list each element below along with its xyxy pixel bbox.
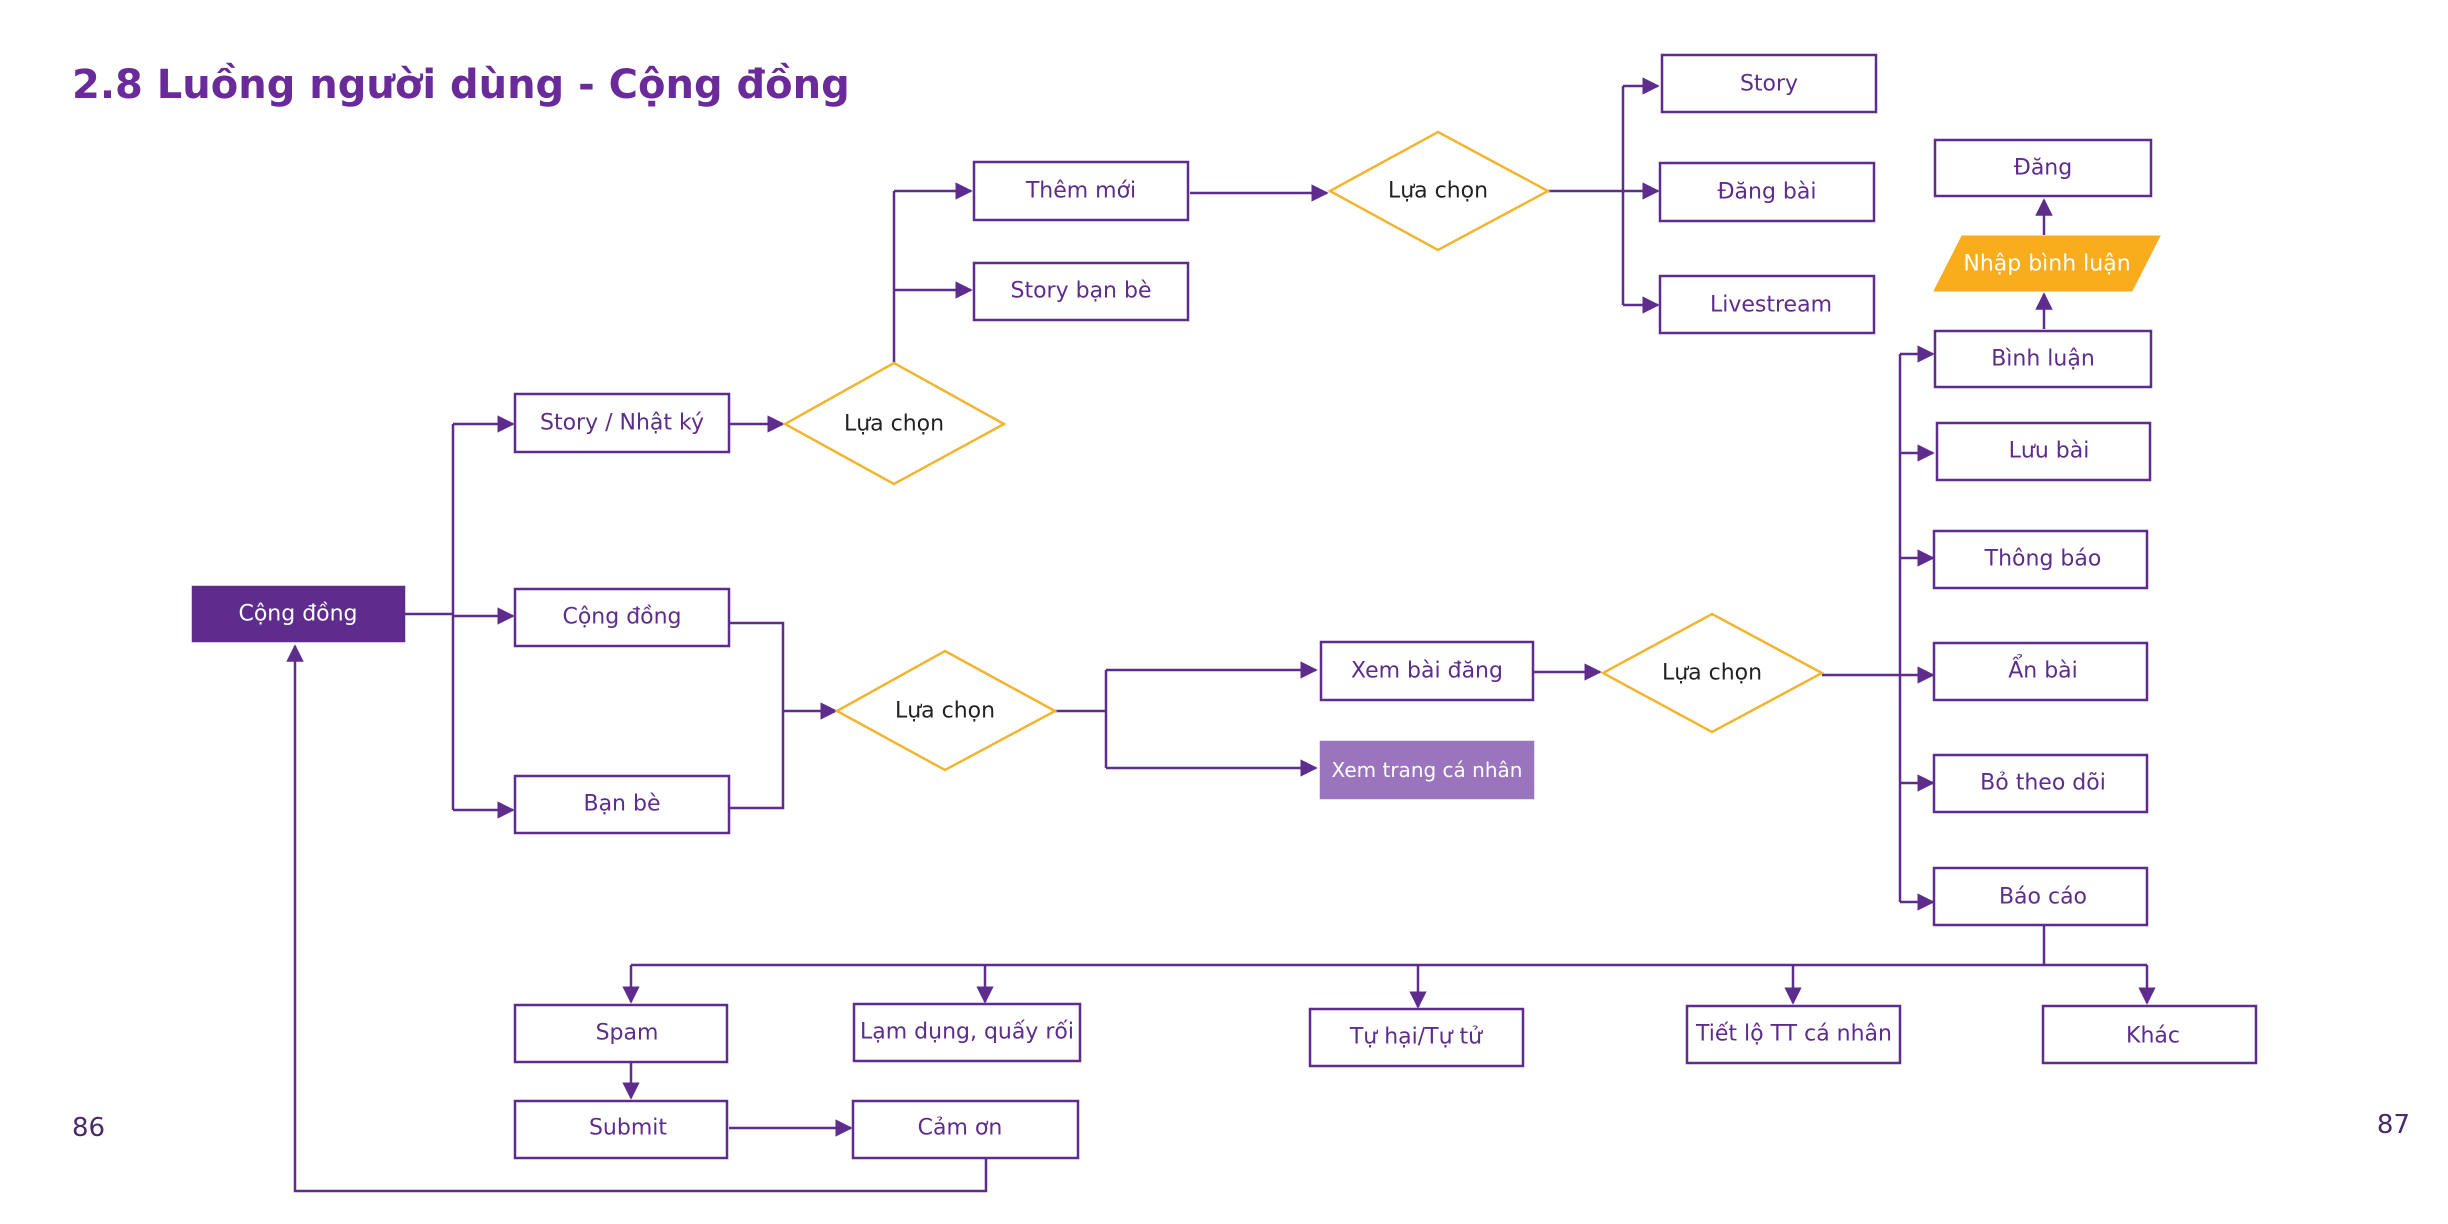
svg-text:Story bạn bè: Story bạn bè — [1011, 279, 1152, 304]
node-khac: Khác — [2041, 1004, 2258, 1065]
node-ban-be: Bạn bè — [513, 774, 731, 835]
decision-lua-chon-feed: Lựa chọn — [834, 649, 1058, 772]
node-story: Story — [1660, 53, 1878, 114]
svg-text:Xem bài đăng: Xem bài đăng — [1351, 659, 1503, 684]
connectors — [286, 77, 2156, 1193]
svg-text:Xem trang cá nhân: Xem trang cá nhân — [1332, 758, 1523, 782]
decision-lua-chon-them-moi: Lựa chọn — [1327, 130, 1551, 252]
node-nhap-binh-luan: Nhập bình luận — [1933, 235, 2161, 292]
svg-text:Lựa chọn: Lựa chọn — [1662, 661, 1762, 686]
node-tiet-lo: Tiết lộ TT cá nhân — [1685, 1004, 1902, 1065]
node-cam-on: Cảm ơn — [851, 1099, 1080, 1160]
node-dang-bai: Đăng bài — [1658, 161, 1876, 223]
svg-text:Bỏ theo dõi: Bỏ theo dõi — [1980, 771, 2106, 796]
svg-text:Lựa chọn: Lựa chọn — [895, 699, 995, 724]
svg-text:Khác: Khác — [2126, 1024, 2180, 1049]
page-title: 2.8 Luồng người dùng - Cộng đồng — [72, 62, 850, 108]
svg-text:Cảm ơn: Cảm ơn — [918, 1116, 1003, 1141]
svg-text:Bạn bè: Bạn bè — [583, 792, 660, 817]
node-story-ban-be: Story bạn bè — [972, 261, 1190, 322]
node-livestream: Livestream — [1658, 274, 1876, 335]
svg-text:Tự hại/Tự tử: Tự hại/Tự tử — [1349, 1025, 1483, 1050]
node-tu-hai: Tự hại/Tự tử — [1308, 1007, 1525, 1068]
svg-text:Cộng đồng: Cộng đồng — [238, 602, 357, 627]
decision-lua-chon-post: Lựa chọn — [1600, 612, 1825, 734]
svg-text:Livestream: Livestream — [1710, 293, 1832, 318]
node-submit: Submit — [513, 1099, 729, 1160]
node-them-moi: Thêm mới — [972, 160, 1190, 222]
page-number-left: 86 — [72, 1113, 106, 1143]
svg-text:Cộng đồng: Cộng đồng — [562, 605, 681, 630]
svg-text:Story: Story — [1740, 72, 1798, 97]
svg-text:Lựa chọn: Lựa chọn — [844, 412, 944, 437]
node-cong-dong: Cộng đồng — [513, 587, 731, 648]
svg-text:Báo cáo: Báo cáo — [1999, 885, 2087, 910]
node-bo-theo-doi: Bỏ theo dõi — [1932, 753, 2149, 814]
node-luu-bai: Lưu bài — [1935, 421, 2152, 482]
node-an-bai: Ẩn bài — [1932, 641, 2149, 702]
node-bao-cao: Báo cáo — [1932, 866, 2149, 927]
page-number-right: 87 — [2376, 1110, 2410, 1140]
svg-text:Lựa chọn: Lựa chọn — [1388, 179, 1488, 204]
svg-text:Đăng bài: Đăng bài — [1718, 180, 1817, 205]
node-spam: Spam — [513, 1003, 729, 1064]
svg-text:Lưu bài: Lưu bài — [2009, 439, 2090, 464]
svg-text:Spam: Spam — [596, 1021, 659, 1046]
svg-text:Đăng: Đăng — [2014, 156, 2072, 181]
svg-text:Thông báo: Thông báo — [1984, 547, 2102, 572]
node-binh-luan: Bình luận — [1933, 329, 2153, 389]
node-story-nhat-ky: Story / Nhật ký — [513, 392, 731, 454]
svg-text:Nhập bình luận: Nhập bình luận — [1963, 252, 2130, 277]
node-dang: Đăng — [1933, 138, 2153, 198]
node-cong-dong-root: Cộng đồng — [191, 585, 406, 643]
node-lam-dung: Lạm dụng, quấy rối — [852, 1002, 1082, 1063]
node-xem-bai-dang: Xem bài đăng — [1319, 640, 1535, 702]
svg-text:Story / Nhật ký: Story / Nhật ký — [540, 411, 704, 436]
svg-text:Bình luận: Bình luận — [1991, 347, 2095, 372]
svg-text:Tiết lộ TT cá nhân: Tiết lộ TT cá nhân — [1695, 1022, 1892, 1047]
svg-text:Submit: Submit — [589, 1116, 667, 1141]
svg-text:Lạm dụng, quấy rối: Lạm dụng, quấy rối — [860, 1020, 1074, 1045]
node-thong-bao: Thông báo — [1932, 529, 2149, 590]
node-xem-trang-ca-nhan: Xem trang cá nhân — [1319, 740, 1535, 800]
svg-text:Ẩn bài: Ẩn bài — [2008, 656, 2078, 684]
decision-lua-chon-story: Lựa chọn — [782, 361, 1007, 486]
svg-text:Thêm mới: Thêm mới — [1025, 179, 1136, 204]
